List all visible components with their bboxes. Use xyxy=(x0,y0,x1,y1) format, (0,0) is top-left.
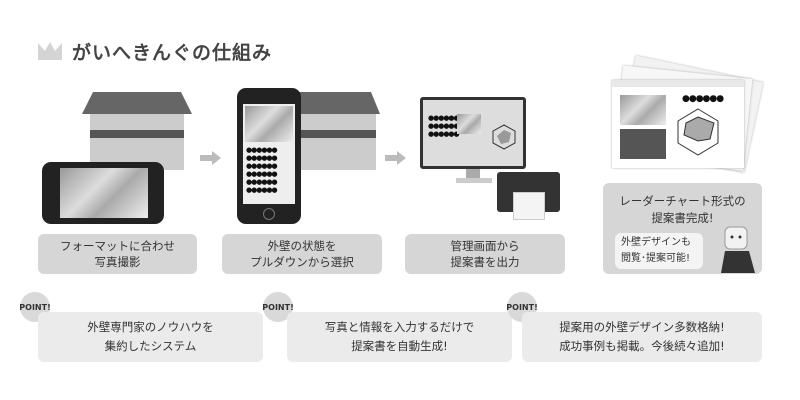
step-1-label: フォーマットに合わせ写真撮影 xyxy=(38,234,197,274)
smartphone-landscape xyxy=(42,162,164,224)
bubble-line: 閲覧･提案可能! xyxy=(621,253,691,264)
house xyxy=(90,114,184,170)
step-2-label: 外壁の状態をプルダウンから選択 xyxy=(222,234,382,274)
step-1-illustration xyxy=(82,92,192,170)
step-3-label: 管理画面から提案書を出力 xyxy=(405,234,565,274)
point-line: 提案書を自動生成! xyxy=(351,339,448,353)
radar-chart xyxy=(677,108,719,156)
smartphone-portrait: ●●●●●●●●●●●●●●●●●●●●●●●●●●●●●●●●●●●● xyxy=(237,88,301,224)
house-roof xyxy=(82,92,192,114)
step-4-panel: レーダーチャート形式の 提案書完成! 外壁デザインも 閲覧･提案可能! xyxy=(603,183,762,274)
speech-bubble: 外壁デザインも 閲覧･提案可能! xyxy=(615,233,703,269)
label-line: 提案書を出力 xyxy=(450,255,520,269)
label-line: プルダウンから選択 xyxy=(250,255,354,269)
document-dots: ●●●●●● xyxy=(682,94,724,104)
page-title: がいへきんぐの仕組み xyxy=(72,42,273,64)
point-2-box: 写真と情報を入力するだけで提案書を自動生成! xyxy=(287,312,512,362)
arrow-icon xyxy=(385,151,406,165)
point-line: 成功事例も掲載。今後続々追加! xyxy=(559,339,725,353)
point-line: 外壁専門家のノウハウを xyxy=(87,320,214,334)
house-background xyxy=(290,92,380,170)
step-4-line: 提案書完成! xyxy=(651,211,714,225)
step-4-line: レーダーチャート形式の xyxy=(619,194,746,208)
proposal-document: ●●●●●● xyxy=(612,80,744,168)
mascot-icon xyxy=(721,226,755,273)
dropdown-list[interactable]: ●●●●●●●●●●●●●●●●●●●●●●●●●●●●●●●●●●●● xyxy=(246,146,278,194)
arrow-icon xyxy=(200,151,221,165)
monitor-dots: ●●●●●●●●●●●●●●●●●● xyxy=(428,114,460,138)
point-1-box: 外壁専門家のノウハウを集約したシステム xyxy=(38,312,263,362)
label-line: 写真撮影 xyxy=(94,255,141,269)
label-line: フォーマットに合わせ xyxy=(60,239,175,253)
label-line: 管理画面から xyxy=(450,239,520,253)
printer xyxy=(497,172,560,220)
point-3-box: 提案用の外壁デザイン多数格納! 成功事例も掲載。今後続々追加! xyxy=(522,312,762,362)
radar-chart-icon xyxy=(492,124,516,150)
monitor: ●●●●●●●●●●●●●●●●●● xyxy=(420,97,526,169)
label-line: 外壁の状態を xyxy=(267,239,337,253)
point-line: 集約したシステム xyxy=(104,339,197,353)
camera-photo xyxy=(60,168,148,218)
crown-icon xyxy=(38,42,62,60)
home-button xyxy=(263,208,275,220)
point-line: 提案用の外壁デザイン多数格納! xyxy=(559,320,725,334)
wall-photo xyxy=(245,106,293,142)
bubble-line: 外壁デザインも xyxy=(621,237,691,248)
point-line: 写真と情報を入力するだけで xyxy=(324,320,475,334)
